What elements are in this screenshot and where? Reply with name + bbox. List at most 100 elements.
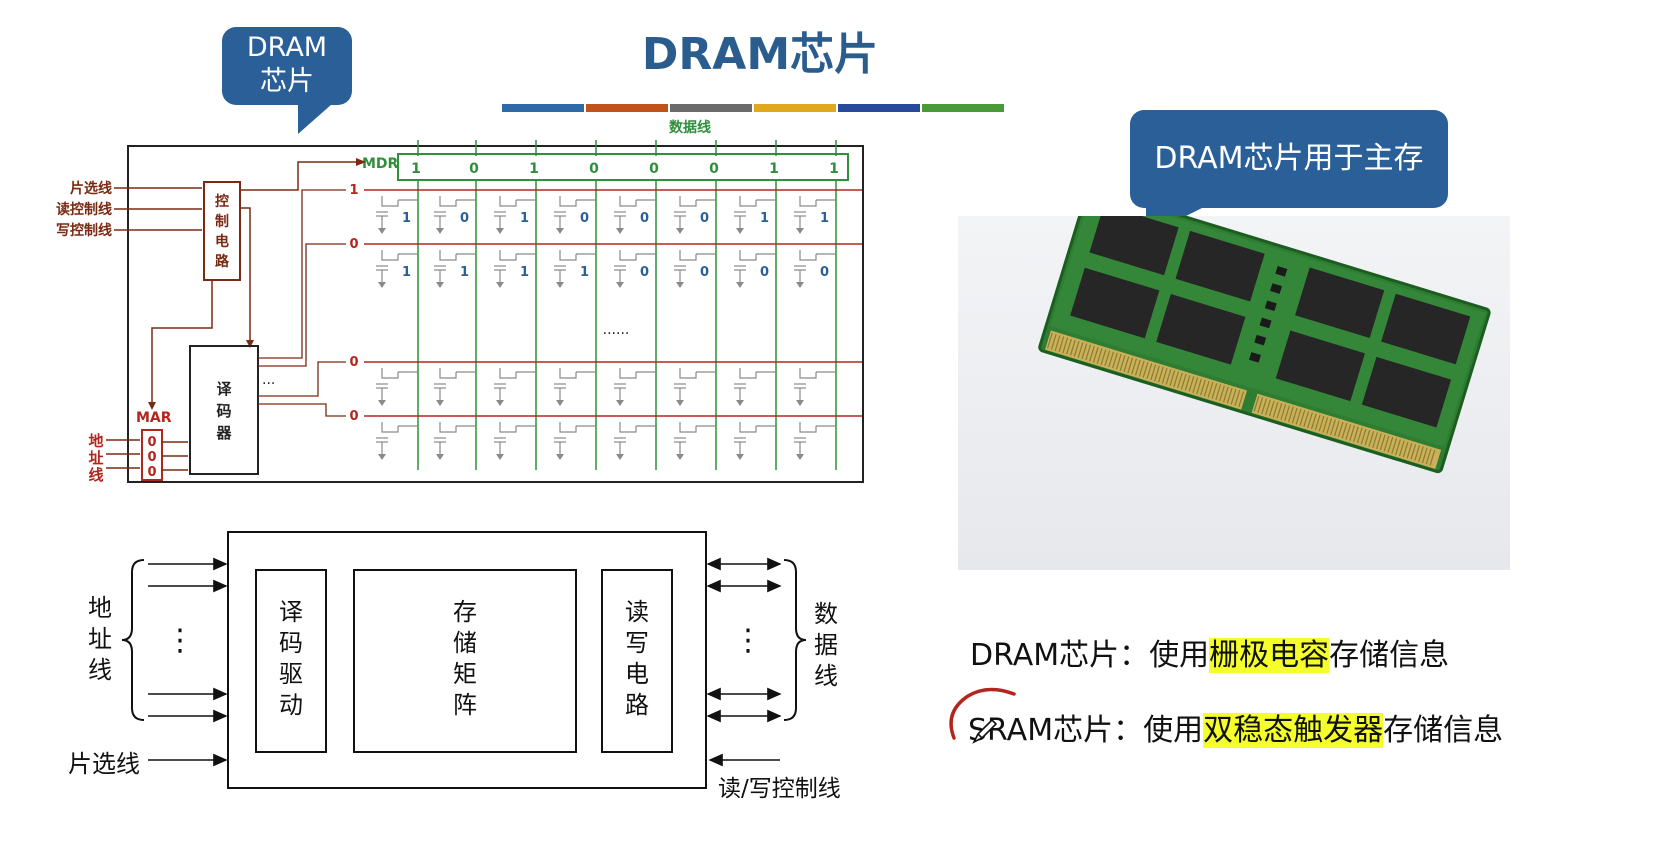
cell-bit: 1: [402, 265, 411, 280]
memory-cell: 1: [554, 250, 596, 288]
callout-main-text: DRAM芯片用于主存: [1154, 141, 1424, 176]
color-bar-2: [586, 104, 668, 112]
storage-matrix-char: 存: [453, 598, 477, 626]
rw-circuit-char: 写: [625, 629, 649, 657]
control-circuit-char: 电: [215, 233, 229, 250]
statement-dram-highlight: 栅极电容: [1209, 638, 1330, 673]
address-line-label-char: 址: [88, 625, 112, 653]
mdr-register: [397, 153, 849, 181]
cell-bit: 1: [460, 265, 469, 280]
memory-cell: [734, 368, 776, 406]
rw-circuit-box: [601, 569, 673, 753]
decoder-box: [189, 345, 259, 475]
address-label-char: 线: [88, 466, 103, 484]
memory-cell: [674, 368, 716, 406]
mdr-label: MDR: [362, 156, 399, 172]
memory-cell: [794, 422, 836, 460]
row-select-bit: 0: [349, 237, 358, 252]
statement-dram-suffix: 存储信息: [1329, 638, 1450, 673]
right-vdots: ⋮: [733, 623, 763, 658]
memory-cell: 0: [614, 196, 656, 234]
control-input-label: 读控制线: [56, 201, 112, 218]
page-title: DRAM芯片: [641, 29, 879, 80]
memory-cell: 1: [494, 196, 536, 234]
data-line-label: 数据线: [669, 119, 711, 136]
row-select-bit: 1: [349, 183, 358, 198]
left-vdots: ⋮: [165, 623, 195, 658]
mdr-bit: 1: [769, 161, 779, 177]
color-bar-6: [922, 104, 1004, 112]
address-label-char: 址: [88, 449, 103, 467]
memory-cell: 0: [434, 196, 476, 234]
cell-bit: 1: [760, 211, 769, 226]
cell-bit: 0: [460, 211, 469, 226]
callout-dram-chip: DRAM 芯片: [222, 27, 352, 105]
storage-matrix-char: 储: [453, 629, 477, 657]
chip-select-label: 片选线: [68, 750, 140, 778]
callout-chip-line1: DRAM: [246, 32, 328, 63]
memory-cell: [434, 368, 476, 406]
cell-bit: 0: [700, 265, 709, 280]
cell-bit: 0: [820, 265, 829, 280]
callout-main: DRAM芯片用于主存: [1130, 110, 1448, 208]
memory-cell: 0: [614, 250, 656, 288]
cell-bit: 1: [580, 265, 589, 280]
cell-bit: 1: [520, 211, 529, 226]
control-circuit-char: 控: [215, 193, 229, 210]
rw-circuit-char: 读: [625, 598, 649, 626]
mdr-bit: 0: [649, 161, 659, 177]
matrix-ellipsis: ......: [603, 322, 630, 338]
cell-bit: 0: [640, 211, 649, 226]
pen-cursor-icon: [972, 718, 998, 744]
control-circuit-char: 制: [215, 213, 229, 230]
decoder-ellipsis: ···: [262, 376, 275, 392]
annotation-stroke: [949, 687, 1016, 744]
rw-circuit-char: 电: [625, 660, 649, 688]
color-bar-1: [502, 104, 584, 112]
cell-bit: 1: [820, 211, 829, 226]
mdr-bit: 1: [829, 161, 839, 177]
storage-matrix-char: 阵: [453, 691, 477, 719]
control-circuit-char: 路: [215, 253, 230, 270]
mar-bit: 0: [147, 450, 156, 465]
chip-outline: [227, 531, 707, 789]
statement-sram-highlight: 双稳态触发器: [1203, 713, 1384, 748]
color-bar-3: [670, 104, 752, 112]
cell-bit: 0: [760, 265, 769, 280]
cell-bit: 1: [402, 211, 411, 226]
cell-bit: 0: [640, 265, 649, 280]
row-select-bit: 0: [349, 355, 358, 370]
memory-cell: 0: [794, 250, 836, 288]
address-line-label-char: 地: [88, 594, 112, 622]
decoder-drive-char: 码: [279, 629, 303, 657]
statement-sram-prefix: SRAM芯片：使用: [968, 713, 1204, 748]
storage-matrix-char: 矩: [453, 660, 477, 688]
mdr-bit: 0: [589, 161, 599, 177]
control-input-label: 写控制线: [56, 222, 112, 239]
row-select-bit: 0: [349, 409, 358, 424]
data-line-label-char: 据: [814, 631, 838, 659]
color-bar-4: [754, 104, 836, 112]
circuit-frame: [127, 145, 864, 483]
memory-cell: [674, 422, 716, 460]
cell-bit: 0: [700, 211, 709, 226]
memory-cell: [794, 368, 836, 406]
memory-cell: [376, 422, 418, 460]
address-line-label-char: 线: [88, 656, 112, 684]
memory-cell: 0: [674, 250, 716, 288]
control-circuit: [203, 181, 241, 281]
statement-dram: DRAM芯片：使用栅极电容存储信息: [970, 630, 1449, 674]
memory-cell: [554, 422, 596, 460]
decoder-drive-char: 动: [279, 691, 303, 719]
cell-bit: 0: [580, 211, 589, 226]
mdr-bit: 0: [469, 161, 479, 177]
statement-sram-suffix: 存储信息: [1383, 713, 1504, 748]
statement-dram-prefix: DRAM芯片：使用: [970, 638, 1210, 673]
memory-cell: [494, 422, 536, 460]
decoder-char: 码: [216, 402, 231, 420]
mdr-bit: 0: [709, 161, 719, 177]
color-bar-5: [838, 104, 920, 112]
right-brace: [783, 559, 807, 721]
storage-matrix-box: [353, 569, 577, 753]
